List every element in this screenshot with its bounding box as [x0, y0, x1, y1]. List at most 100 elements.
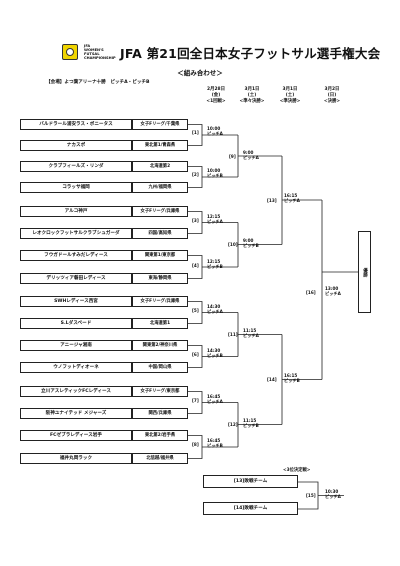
match-time: 16:45 — [207, 394, 221, 399]
team-name: S.Lダスペード — [20, 318, 132, 329]
team-region: 北海道第2 — [132, 161, 188, 172]
bracket-line — [188, 124, 203, 146]
match-time: 12:15 — [207, 214, 221, 219]
org-line: CHAMPIONSHIP — [84, 56, 116, 60]
org-line: WOMEN'S — [84, 48, 104, 52]
team-region: 北信越/福井県 — [132, 453, 188, 464]
org-line: JFA — [84, 44, 91, 48]
bracket-line — [282, 199, 323, 380]
third-place-team: [14]敗戦チーム — [203, 502, 298, 515]
match-number: [15] — [306, 493, 316, 498]
team-region: 東海/静岡県 — [132, 273, 188, 284]
team-name: 福井丸岡ラック — [20, 453, 132, 464]
match-number: [1] — [192, 130, 199, 135]
page-subtitle: ＜組み合わせ＞ — [177, 69, 223, 77]
match-pitch: ピッチA — [325, 494, 341, 500]
match-pitch: ピッチA — [325, 291, 341, 297]
match-pitch: ピッチA — [207, 219, 223, 225]
team-region: 東北第1/青森県 — [132, 140, 188, 151]
team-name: ナカスポ — [20, 140, 132, 151]
match-pitch: ピッチB — [284, 378, 300, 384]
match-time: 10:30 — [325, 489, 339, 494]
team-region: 北海道第1 — [132, 318, 188, 329]
column-date: 3月1日 — [244, 87, 260, 92]
match-pitch: ピッチA — [207, 399, 223, 405]
team-region: 中国/岡山県 — [132, 362, 188, 373]
champion-box: 優勝 — [358, 231, 371, 313]
match-number: [13] — [267, 198, 277, 203]
org-line: FUTSAL — [84, 52, 100, 56]
match-number: [11] — [228, 332, 238, 337]
team-name: アルコ神戸 — [20, 206, 132, 217]
team-region: 東北第2/岩手県 — [132, 430, 188, 441]
column-date: 2月28日 — [207, 87, 225, 92]
match-pitch: ピッチB — [243, 243, 259, 249]
match-pitch: ピッチA — [243, 333, 259, 339]
match-number: [4] — [192, 263, 199, 268]
team-name: レオクロックフットサルクラブシュガーダ — [20, 228, 132, 239]
match-number: [7] — [192, 398, 199, 403]
column-day: (土) — [247, 93, 257, 98]
team-region: 女子Fリーグ/千葉県 — [132, 119, 188, 130]
team-region: 関東第2/神奈川県 — [132, 340, 188, 351]
team-name: ウノフットディオーネ — [20, 362, 132, 373]
column-header-round1: 2月28日 (金) <1回戦> — [198, 87, 234, 105]
match-number: [14] — [267, 377, 277, 382]
third-place-heading: <3位決定戦> — [283, 468, 311, 473]
third-place-team: [13]敗戦チーム — [203, 475, 298, 488]
match-pitch: ピッチB — [207, 353, 223, 359]
team-region: 女子Fリーグ/兵庫県 — [132, 296, 188, 307]
jfa-futsal-logo — [62, 44, 78, 60]
team-name: バルドラール浦安ラス・ボニータス — [20, 119, 132, 130]
match-time: 16:15 — [284, 373, 298, 378]
match-number: [16] — [306, 290, 316, 295]
match-time: 11:15 — [243, 328, 257, 333]
match-pitch: ピッチB — [207, 443, 223, 449]
match-time: 13:00 — [325, 286, 339, 291]
match-number: [2] — [192, 172, 199, 177]
venue-label: 【会場】よつ葉アリーナ十勝 ピッチA・ピッチB — [46, 80, 150, 85]
team-name: クラブフィールズ・リンダ — [20, 161, 132, 172]
match-time: 9:00 — [243, 150, 254, 155]
match-pitch: ピッチA — [243, 155, 259, 161]
column-day: (日) — [327, 93, 337, 98]
match-pitch: ピッチA — [207, 131, 223, 137]
column-date: 3月2日 — [324, 87, 340, 92]
column-header-final: 3月2日 (日) <決勝> — [314, 87, 350, 105]
column-header-quarterfinal: 3月1日 (土) <準々決勝> — [234, 87, 270, 105]
match-number: [5] — [192, 308, 199, 313]
match-pitch: ピッチA — [207, 309, 223, 315]
team-name: 阪神ユナイテッド メジャーズ — [20, 408, 132, 419]
match-number: [3] — [192, 218, 199, 223]
match-time: 10:00 — [207, 126, 221, 131]
team-name: アニージャ湘南 — [20, 340, 132, 351]
column-round: <準決勝> — [279, 99, 301, 104]
team-name: フウガドールすみだレディース — [20, 250, 132, 261]
match-number: [12] — [228, 422, 238, 427]
match-time: 14:30 — [207, 304, 221, 309]
match-number: [8] — [192, 442, 199, 447]
team-region: 九州/福岡県 — [132, 182, 188, 193]
match-pitch: ピッチB — [207, 264, 223, 270]
match-number: [10] — [228, 242, 238, 247]
ball-icon — [66, 48, 74, 56]
team-name: コラッサ福岡 — [20, 182, 132, 193]
team-region: 女子Fリーグ/兵庫県 — [132, 206, 188, 217]
bracket-line — [188, 435, 203, 459]
